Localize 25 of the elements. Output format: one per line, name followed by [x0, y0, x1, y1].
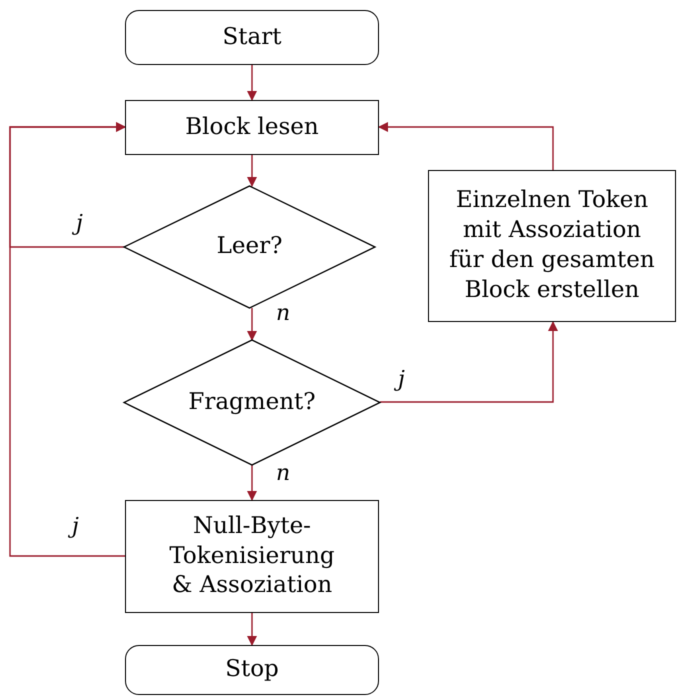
edge-label: j: [70, 515, 81, 540]
decision-diamond: [124, 340, 380, 465]
node-label: Block lesen: [185, 112, 319, 142]
node-label: Start: [222, 22, 282, 52]
arrow: [380, 321, 558, 403]
node-label: Einzelnen Token mit Assoziation für den gesamten Block erstellen: [448, 186, 656, 305]
node-label: Fragment?: [188, 388, 316, 417]
terminal-box: [125, 645, 379, 695]
node-label: Leer?: [216, 232, 282, 262]
arrow: [9, 122, 126, 557]
arrow: [247, 155, 257, 187]
process-box: [125, 100, 379, 155]
arrow: [247, 465, 257, 501]
decision-diamond: [124, 186, 375, 308]
edge-label: j: [74, 212, 85, 236]
terminal-box: [125, 10, 379, 65]
arrow: [378, 122, 554, 170]
arrow: [247, 65, 257, 101]
node-label: Null-Byte- Tokenisierung & Assoziation: [168, 512, 336, 600]
arrow: [247, 613, 257, 646]
arrow: [247, 308, 257, 341]
edge-label: j: [396, 368, 407, 392]
process-box: [125, 500, 379, 613]
process-box: [428, 170, 676, 322]
node-label: Stop: [225, 655, 279, 684]
